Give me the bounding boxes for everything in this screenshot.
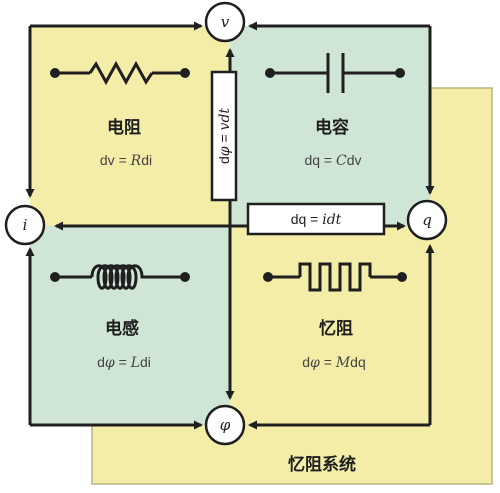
resistor-title: 电阻	[107, 117, 141, 138]
inductor-eq-rhs: di	[140, 354, 151, 370]
resistor-eq-lhs: dv =	[100, 152, 131, 168]
flux-voltage-relation-box: dφ = vdt	[210, 70, 238, 202]
resistor-icon	[50, 60, 190, 86]
flux-voltage-phi: φ	[217, 146, 233, 156]
memristor-title: 忆阻	[319, 318, 353, 339]
inductor-eq-phi: φ	[105, 355, 115, 371]
capacitor-equation: dq = Cdv	[304, 152, 361, 169]
capacitor-title: 电容	[315, 117, 349, 138]
memristor-eq-d: d	[302, 354, 310, 370]
memristor-eq-phi: φ	[310, 355, 320, 371]
inductor-icon	[50, 264, 190, 290]
memristor-icon	[263, 262, 407, 292]
node-i-label: i	[23, 216, 28, 234]
memristor-quadrant	[230, 226, 430, 425]
resistor-eq-rhs: di	[141, 152, 152, 168]
charge-current-rhs: idt	[322, 212, 341, 228]
capacitor-quadrant	[230, 26, 430, 226]
svg-text:dφ = vdt: dφ = vdt	[216, 108, 233, 164]
resistor-equation: dv = Rdi	[100, 152, 152, 169]
memristor-eq-equals: =	[320, 354, 336, 370]
flux-voltage-rhs: vdt	[217, 108, 233, 131]
node-v: v	[204, 1, 246, 43]
node-phi: φ	[204, 404, 246, 446]
resistor-eq-R: R	[130, 153, 142, 169]
node-q-label: q	[422, 211, 432, 229]
svg-text:dq = idt: dq = idt	[291, 211, 342, 228]
inductor-equation: dφ = Ldi	[97, 354, 151, 371]
inductor-title: 电感	[105, 318, 139, 339]
memristor-eq-rhs: dq	[350, 354, 366, 370]
inductor-quadrant	[30, 226, 230, 425]
capacitor-icon	[265, 53, 405, 93]
resistor-quadrant	[30, 26, 230, 226]
inductor-eq-L: L	[130, 355, 140, 371]
capacitor-eq-rhs: dv	[347, 152, 362, 168]
charge-current-lhs: dq =	[291, 211, 323, 227]
node-i: i	[4, 204, 46, 246]
memristor-eq-M: M	[335, 355, 351, 371]
charge-current-relation-box: dq = idt	[246, 202, 386, 236]
memristor-system-label: 忆阻系统	[288, 454, 356, 475]
node-v-label: v	[221, 13, 230, 31]
capacitor-eq-C: C	[336, 153, 347, 169]
node-q: q	[406, 199, 448, 241]
memristor-equation: dφ = Mdq	[302, 354, 366, 371]
flux-voltage-d: d	[216, 156, 232, 164]
flux-voltage-eq: =	[216, 130, 232, 146]
inductor-eq-d: d	[97, 354, 105, 370]
capacitor-eq-lhs: dq =	[304, 152, 336, 168]
node-phi-label: φ	[220, 416, 231, 434]
inductor-eq-equals: =	[115, 354, 131, 370]
